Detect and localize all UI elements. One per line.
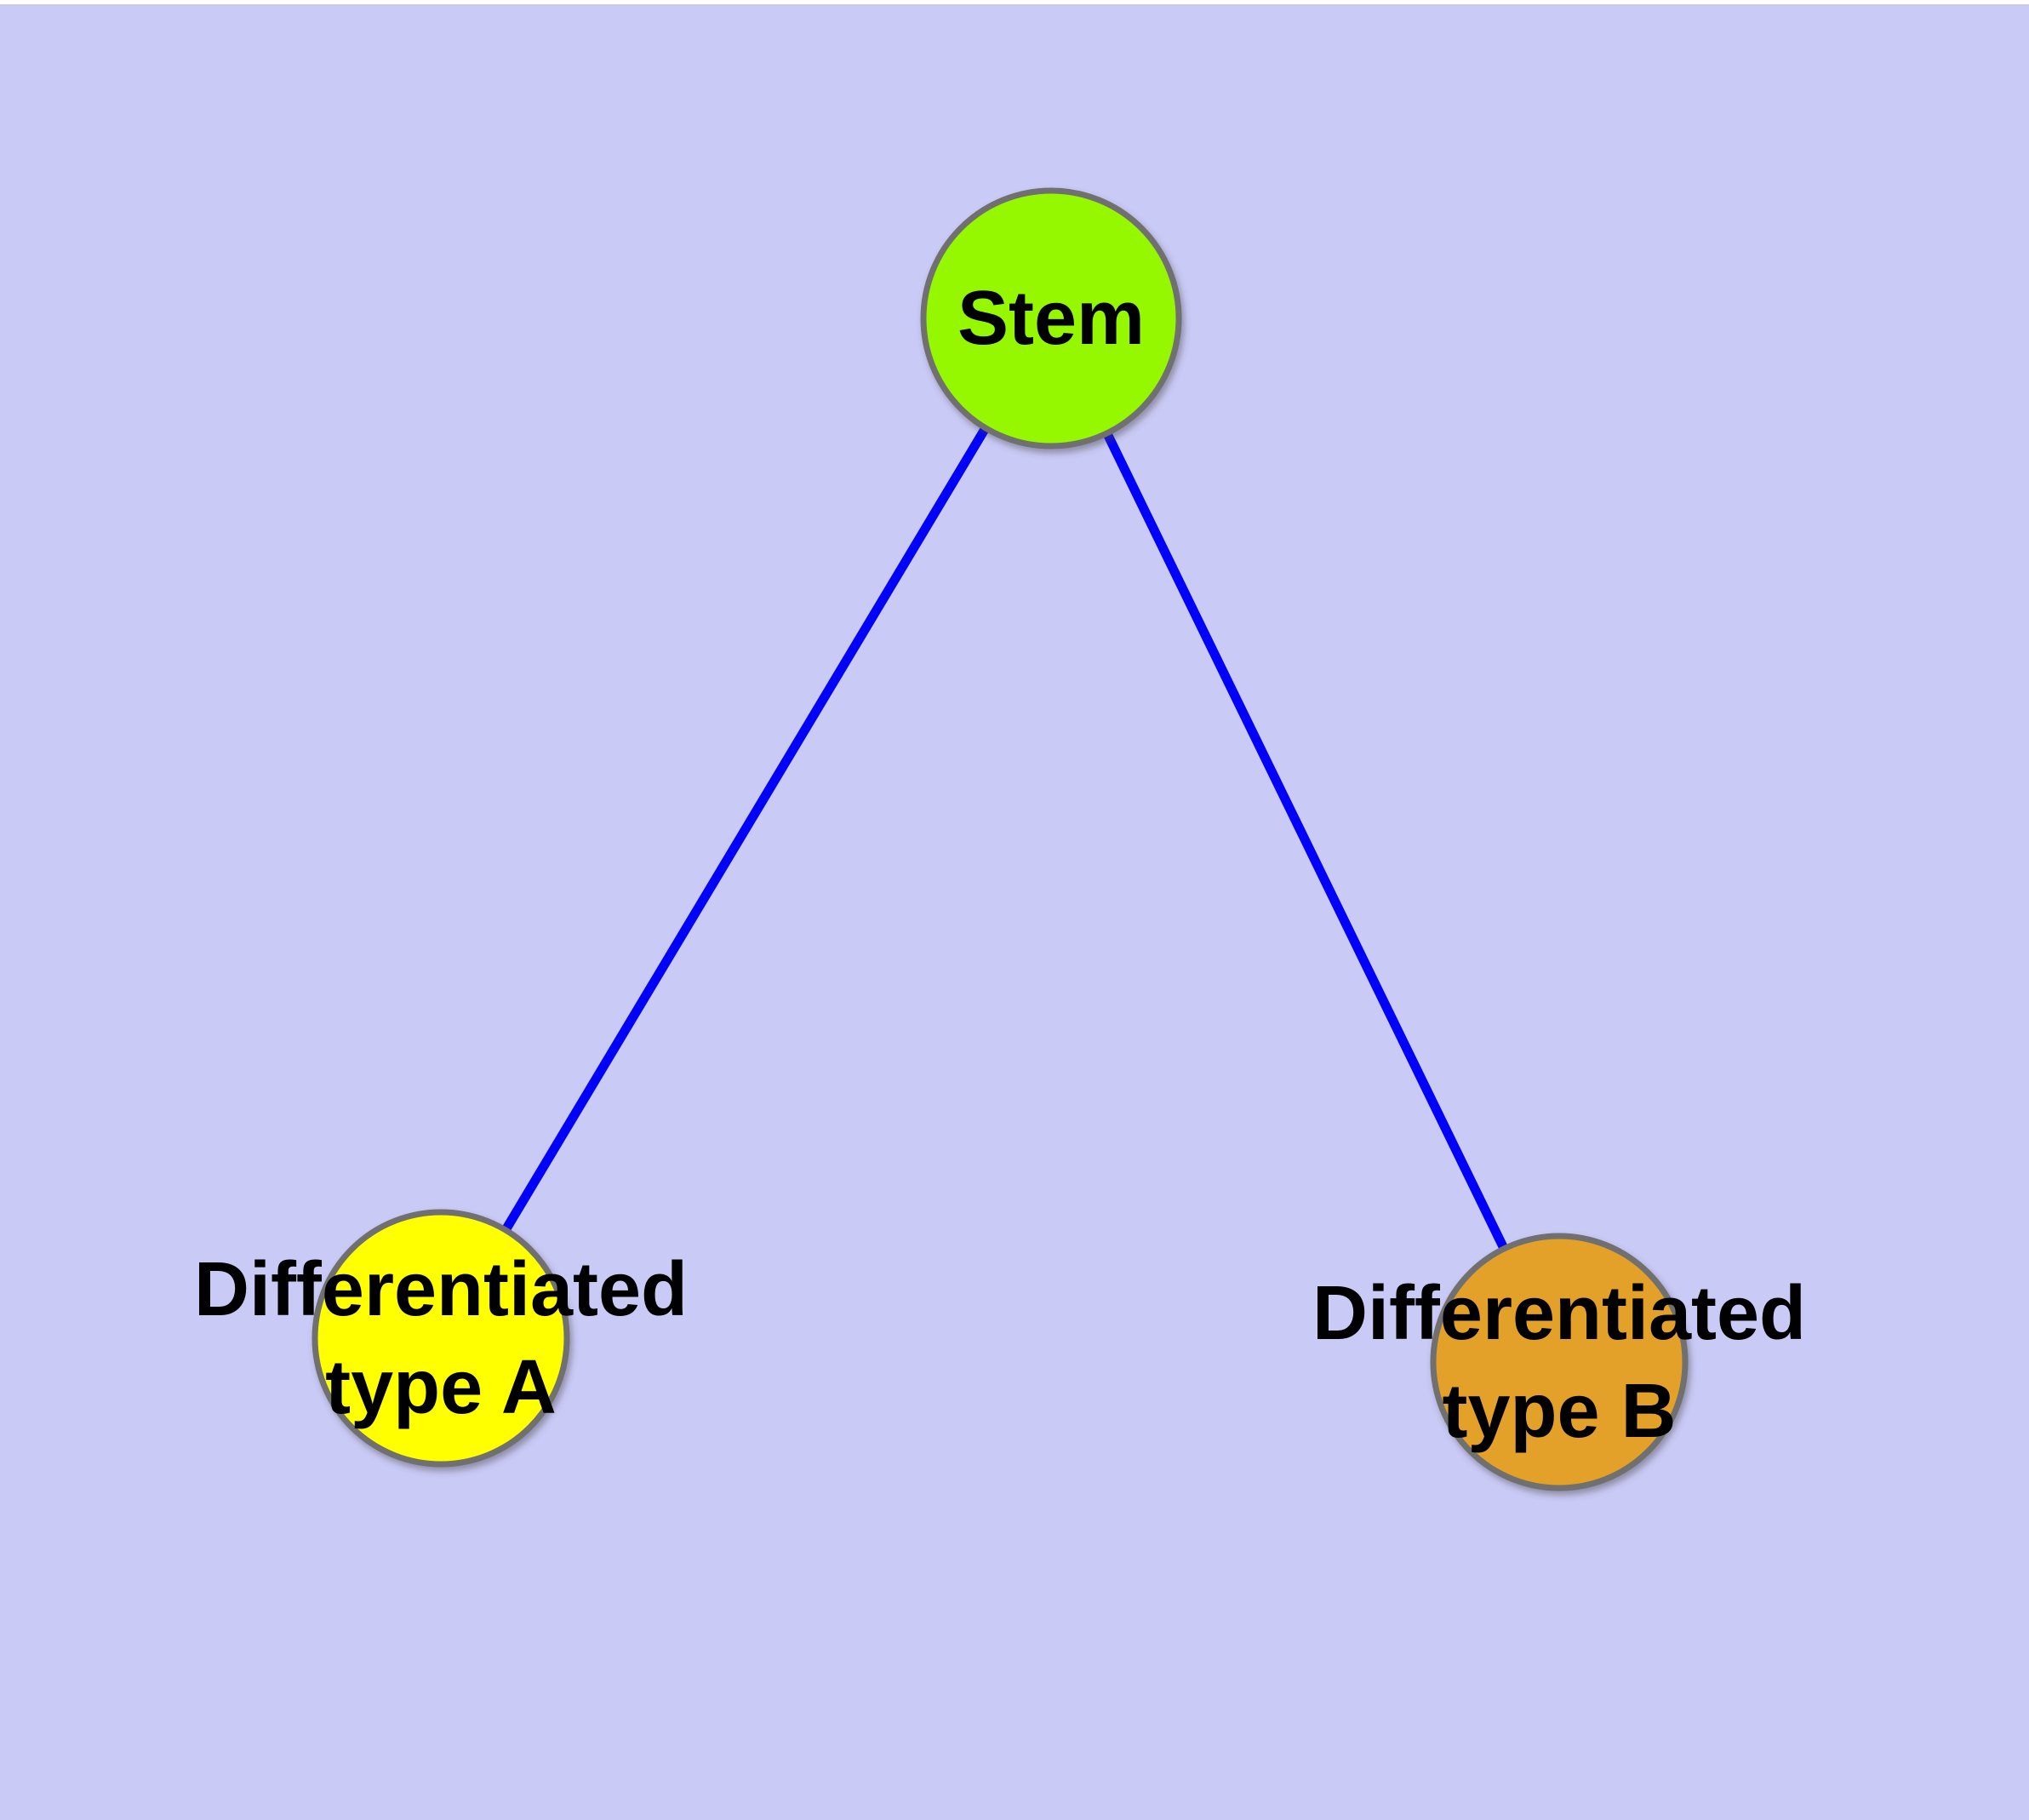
node-type-b-circle	[1430, 1233, 1689, 1491]
node-type-b-label-line2: type B	[1442, 1369, 1676, 1454]
edge-stem-to-type-a	[437, 316, 1055, 1341]
node-type-a-label-line1: Differentiated	[194, 1247, 688, 1332]
node-differentiated-type-a: Differentiated type A	[194, 1209, 688, 1468]
edge-stem-to-type-b	[1047, 316, 1563, 1365]
node-type-a-label-line2: type A	[325, 1345, 557, 1430]
node-stem: Stem	[920, 187, 1182, 449]
node-differentiated-type-b: Differentiated type B	[1312, 1233, 1806, 1491]
node-type-b-label-line1: Differentiated	[1312, 1271, 1806, 1356]
node-stem-label: Stem	[957, 276, 1145, 361]
node-stem-circle	[920, 187, 1182, 449]
node-type-a-circle	[311, 1209, 570, 1468]
